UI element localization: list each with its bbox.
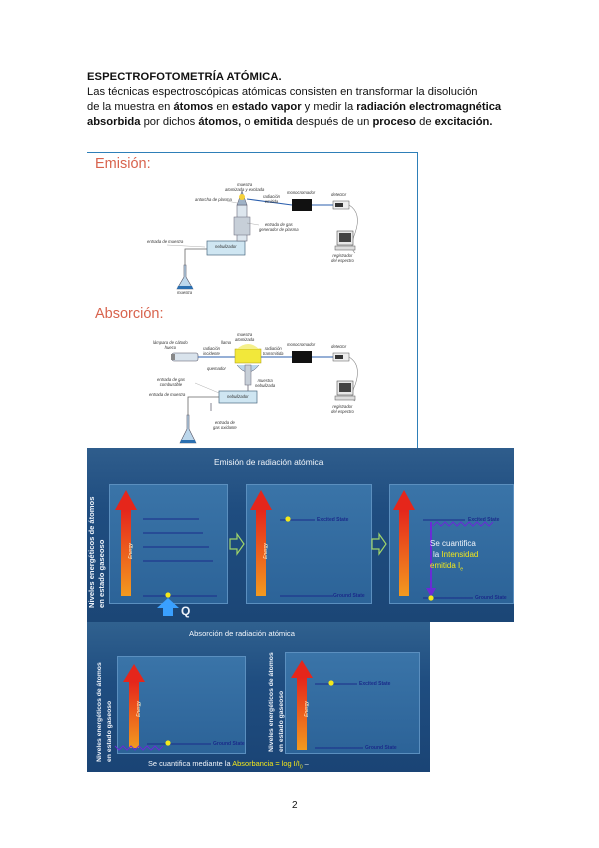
bold-run: átomos (173, 101, 214, 113)
text-run: o (241, 116, 254, 128)
bold-run: estado vapor (231, 101, 302, 113)
text-run: – (302, 759, 309, 768)
emission-energy-graphics (115, 490, 494, 616)
text-run: y medir la (301, 101, 357, 113)
highlight-run: Absorbancia (232, 759, 274, 768)
text-run: después de un (292, 116, 373, 128)
bold-run: radiación electromagnética (356, 101, 502, 113)
ground-state-label-2: Ground State (333, 593, 365, 599)
subscript: e (460, 566, 464, 573)
instrument-drawings (166, 190, 358, 444)
label-nebulizador: nebulizador (215, 244, 237, 249)
paragraph-line-2: de la muestra en átomos en estado vapor … (87, 101, 501, 113)
quantify-line: Se cuantifica (430, 539, 476, 548)
emission-title: Emisión: (95, 156, 151, 172)
paragraph-line-1: Las técnicas espectroscópicas atómicas c… (87, 86, 478, 98)
text-run: Se cuantifica mediante la (148, 759, 233, 768)
label-detector-abs: detector (331, 344, 347, 349)
emission-energy-slide: Emisión de radiación atómica Niveles ene… (87, 448, 514, 622)
section-heading: ESPECTROFOTOMETRÍA ATÓMICA. (87, 71, 282, 83)
bold-run: excitación. (434, 116, 493, 128)
absorption-apparatus (171, 344, 358, 444)
instrument-diagram-figure: Emisión: Absorción: (87, 152, 418, 450)
absorption-title: Absorción: (95, 306, 164, 322)
excited-state-label-3: Excited State (468, 517, 500, 523)
heat-q-label: Q (181, 604, 191, 618)
label-entrada-muestra: entrada de muestra (147, 239, 184, 244)
excited-state-label-abs-2: Excited State (359, 681, 391, 687)
highlight-run: emitida I (430, 561, 461, 570)
energy-label-abs-2: Energy (303, 701, 310, 717)
label-nebulizador-abs: nebulizador (227, 394, 249, 399)
label-monocromador: monocromador (287, 190, 316, 195)
bold-run: absorbida (87, 116, 141, 128)
absorbance-formula-text: Se cuantifica mediante la Absorbancia = … (148, 759, 309, 770)
text-run: en (213, 101, 232, 113)
energy-label-1: Energy (127, 543, 134, 559)
emission-slide-title: Emisión de radiación atómica (214, 457, 324, 467)
ground-state-label-abs-2: Ground State (365, 745, 397, 751)
emission-quantify-text: Se cuantifica la Intensidad emitida Ie (430, 538, 478, 576)
label-entrada-muestra-abs: entrada de muestra (149, 392, 186, 397)
highlight-run: Intensidad (441, 550, 479, 559)
bold-run: proceso (372, 116, 416, 128)
text-run: de la muestra en (87, 101, 174, 113)
text-run: por dichos (140, 116, 199, 128)
subscript: 0 (299, 764, 303, 771)
absorption-energy-slide: Absorción de radiación atómica Niveles e… (87, 622, 430, 772)
absorption-energy-graphics (114, 660, 363, 751)
quantify-line: emitida Ie (430, 560, 478, 576)
formula-run: = log I/I (273, 759, 300, 768)
bold-run: átomos, (198, 116, 242, 128)
label-detector: detector (331, 192, 347, 197)
label-llama: llama (221, 340, 232, 345)
label-monocromador-abs: monocromador (287, 342, 316, 347)
ground-state-label-3: Ground State (475, 595, 507, 601)
label-quemador: quemador (207, 366, 226, 371)
text-run: de (416, 116, 435, 128)
paragraph-line-3: absorbida por dichos átomos, o emitida d… (87, 116, 493, 128)
energy-label-abs-1: Energy (135, 701, 142, 717)
bold-run: emitida (253, 116, 293, 128)
label-muestra: muestra (177, 290, 193, 295)
label-antorcha: antorcha de plasma (195, 197, 232, 202)
emission-panel-2 (246, 484, 372, 604)
page-number: 2 (292, 800, 298, 811)
excited-state-label-2: Excited State (317, 517, 349, 523)
emission-apparatus (166, 190, 358, 290)
energy-label-2: Energy (262, 543, 269, 559)
absorption-slide-title: Absorción de radiación atómica (189, 629, 295, 638)
quantify-line: la Intensidad (430, 549, 478, 560)
ground-state-label-abs-1: Ground State (213, 741, 245, 747)
text-run: la (433, 550, 442, 559)
